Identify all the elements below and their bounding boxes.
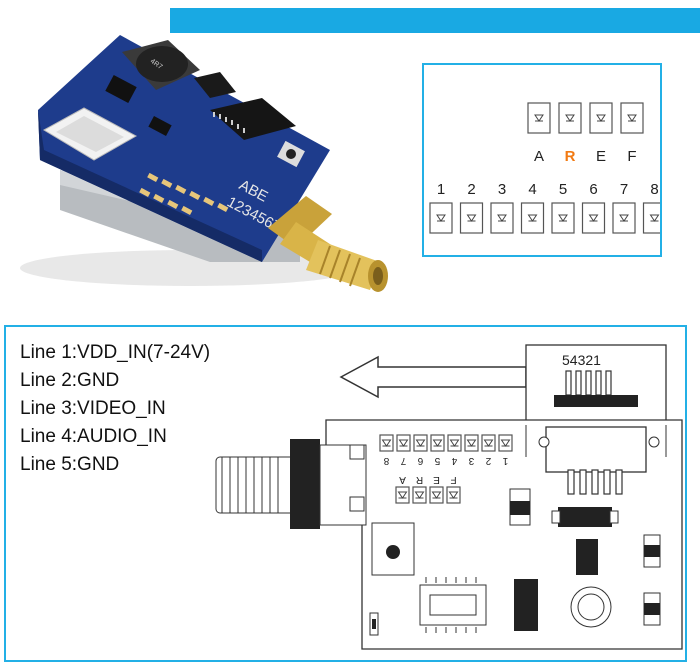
led-number-label: 3	[498, 181, 506, 198]
inductor: 4R7	[122, 40, 200, 90]
pcb-pad-number: 4	[451, 455, 457, 466]
product-photo: 4R7 ABE 12345678	[20, 35, 388, 292]
white-connector	[42, 107, 138, 161]
direction-arrow	[339, 355, 527, 399]
led-pad-icon	[412, 486, 427, 504]
led-pad-icon	[490, 202, 514, 234]
led-number-label: 2	[467, 181, 475, 198]
top-accent-bar	[170, 8, 700, 33]
connector-pin-numbers: 54321	[562, 352, 601, 368]
pcb-pad-number: 5	[434, 455, 440, 466]
button	[277, 140, 305, 168]
led-pad-icon	[527, 102, 551, 134]
led-pads	[139, 172, 229, 215]
led-number-label: 1	[437, 181, 445, 198]
pcb-pad-letter: A	[399, 474, 406, 485]
wiring-diagram: Line 1:VDD_IN(7-24V) Line 2:GND Line 3:V…	[4, 325, 687, 662]
pinout-line: Line 1:VDD_IN(7-24V)	[20, 342, 211, 363]
pinout-line: Line 3:VIDEO_IN	[20, 398, 166, 419]
led-pad-icon	[620, 102, 644, 134]
led-pad-icon	[464, 434, 479, 452]
led-pad-icon	[396, 434, 411, 452]
led-letter-label: F	[627, 148, 636, 165]
led-pad-icon	[481, 434, 496, 452]
led-pad-icon	[446, 486, 461, 504]
sma-connector-outline	[215, 439, 367, 529]
pcb-pad-number: 2	[485, 455, 491, 466]
board-outline-drawing: 54321	[215, 344, 683, 650]
led-pad-icon	[589, 102, 613, 134]
led-pad-icon	[430, 434, 445, 452]
led-pad-icon	[498, 434, 513, 452]
pcb-pad-number: 8	[383, 455, 389, 466]
pinout-line: Line 5:GND	[20, 454, 120, 475]
pinout-line: Line 4:AUDIO_IN	[20, 426, 167, 447]
led-pad-icon	[429, 486, 444, 504]
led-pad-icon	[558, 102, 582, 134]
led-number-label: 7	[620, 181, 628, 198]
led-pad-icon	[581, 202, 606, 234]
led-pad-icon	[520, 202, 545, 234]
inductor-outline	[558, 507, 612, 527]
led-pad-icon	[429, 202, 453, 234]
led-letter-label: R	[565, 148, 576, 165]
pcb-pad-number: 1	[502, 455, 508, 466]
led-number-label: 4	[528, 181, 536, 198]
regulator-outline	[514, 579, 538, 631]
led-pad-icon	[551, 202, 575, 234]
led-panel: A R E F 1 2 3 4 5 6 7 8	[422, 63, 667, 257]
pcb-pad-number: 6	[417, 455, 423, 466]
led-number-label: 5	[559, 181, 567, 198]
led-letter-label: E	[596, 148, 606, 165]
led-number-label: 6	[589, 181, 597, 198]
pinout-line: Line 2:GND	[20, 370, 120, 391]
pinout-list: Line 1:VDD_IN(7-24V) Line 2:GND Line 3:V…	[20, 339, 210, 479]
led-pad-icon	[413, 434, 428, 452]
led-pad-icon	[395, 486, 410, 504]
pcb-pad-number: 3	[468, 455, 474, 466]
led-pad-icon	[612, 202, 636, 234]
pcb-pad-letter: E	[433, 474, 440, 485]
pcb-pad-number: 7	[400, 455, 406, 466]
regulator	[194, 72, 236, 98]
pcb-pad-letter: F	[450, 474, 456, 485]
sma-antenna-connector	[268, 196, 388, 292]
led-pad-icon	[447, 434, 462, 452]
pcb-pad-letter: R	[416, 474, 423, 485]
led-pad-icon	[379, 434, 394, 452]
led-pad-icon	[459, 202, 484, 234]
led-panel-drawing: A R E F 1 2 3 4 5 6 7 8	[429, 102, 667, 234]
transistor-outline	[576, 539, 598, 575]
header-base	[554, 395, 638, 407]
led-pad-icon	[642, 202, 667, 234]
ic-chip	[210, 98, 296, 140]
led-letter-label: A	[534, 148, 544, 165]
led-number-label: 8	[650, 181, 658, 198]
